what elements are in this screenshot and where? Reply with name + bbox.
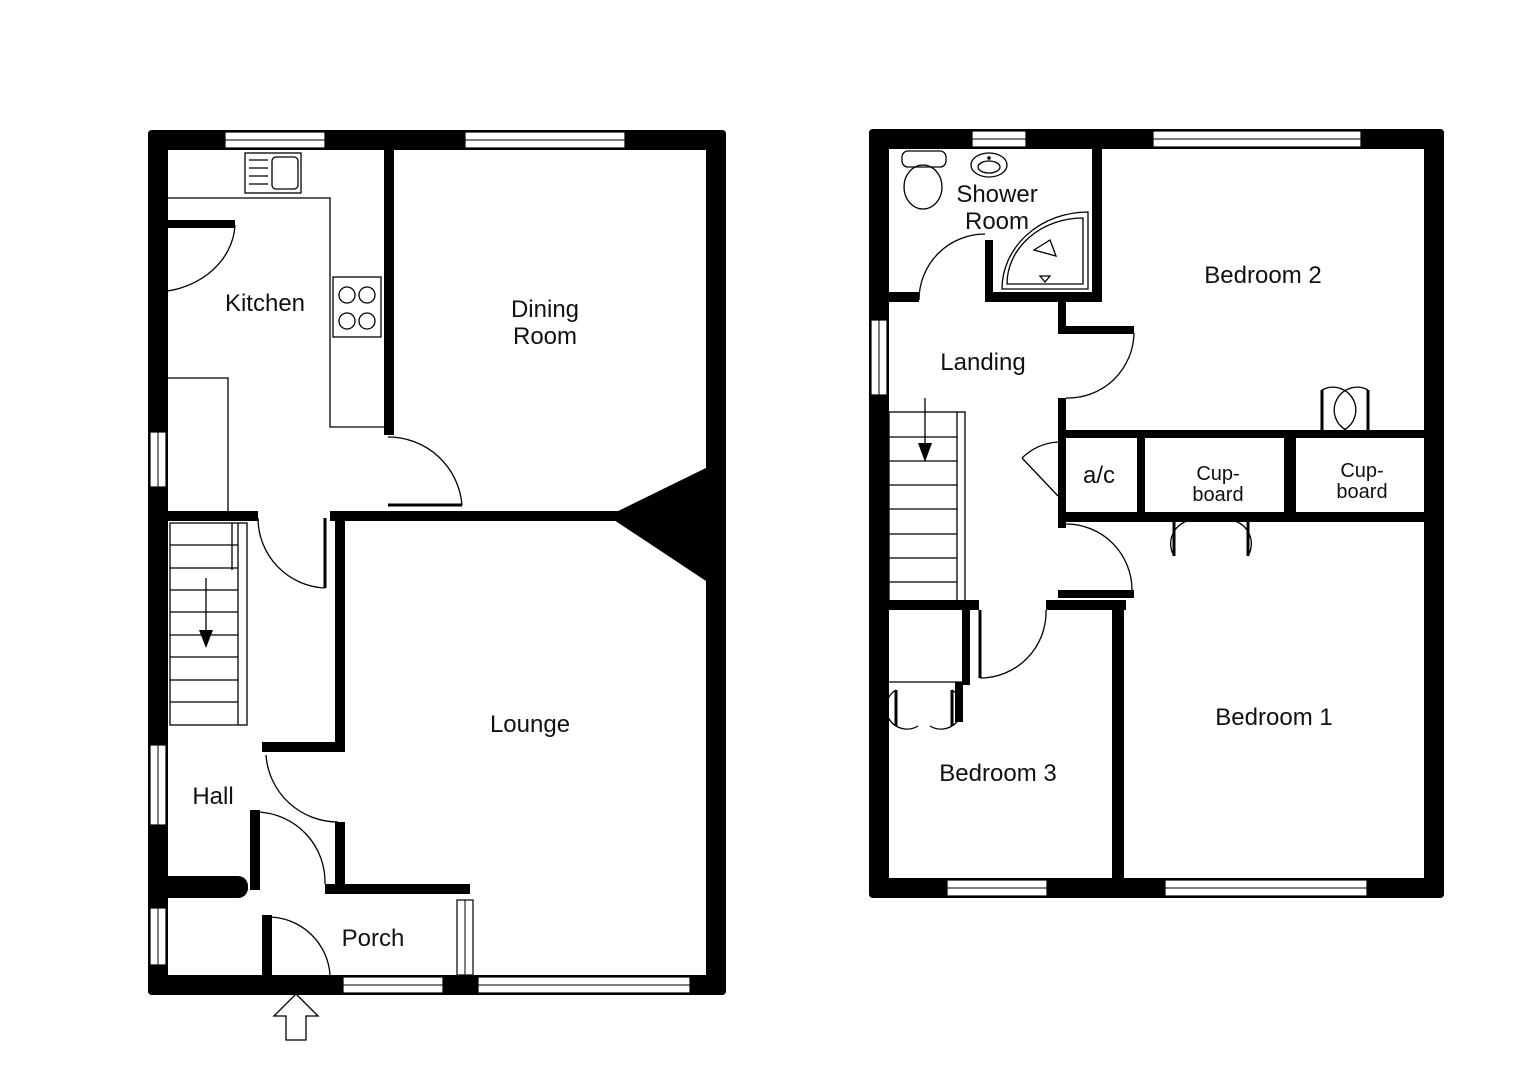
label-cupboard2-line1: Cup- — [1340, 460, 1383, 482]
label-dining-line2: Room — [513, 323, 577, 350]
entrance-arrow-icon — [272, 993, 320, 1041]
wall-shower-bottom-left — [889, 292, 919, 302]
stairs-down-arrow-icon — [918, 398, 932, 462]
wall-bedroom3-cup-right — [955, 682, 963, 722]
wall-cupboards-top — [1058, 430, 1428, 438]
first-floor: Shower Room Landing Bedroom 2 Bedroom 1 … — [869, 129, 1444, 898]
label-lounge: Lounge — [490, 711, 570, 738]
ff-wall-right — [1424, 129, 1444, 898]
dining-door-swing — [387, 436, 463, 506]
label-bedroom2: Bedroom 2 — [1204, 262, 1321, 289]
gf-windows — [149, 131, 691, 994]
shower-door-swing — [918, 233, 986, 301]
sink-icon — [244, 152, 302, 194]
ff-wall-left — [869, 129, 889, 898]
wall-lounge-left — [335, 511, 345, 751]
wall-kitchen-dining — [384, 150, 394, 435]
kitchen-hall-door-swing — [257, 517, 326, 589]
stairs-down-arrow-icon — [199, 578, 213, 648]
wall-porch-divider — [250, 810, 260, 890]
wall-cupboard1-right — [1284, 430, 1296, 520]
wall-bedroom1-bedroom3 — [1112, 600, 1124, 880]
wall-dining-lounge — [330, 511, 710, 521]
wall-lounge-lower — [335, 822, 345, 892]
label-cupboard1-line2: board — [1192, 484, 1243, 506]
wall-bedroom3-top — [889, 600, 979, 610]
shower-tray-icon — [1001, 211, 1089, 290]
toilet-icon — [901, 150, 947, 210]
cupboard-doors — [885, 386, 1370, 730]
wall-bedroom2-landing — [1058, 300, 1066, 332]
hob-icon — [332, 276, 382, 338]
label-bedroom3: Bedroom 3 — [939, 760, 1056, 787]
label-cupboard1-line1: Cup- — [1196, 463, 1239, 485]
wall-cupboards-bottom — [1058, 512, 1428, 522]
wall-bedroom2-door-head — [1058, 326, 1134, 334]
wall-bedroom3-cupboard — [962, 605, 970, 685]
back-door-swing — [149, 224, 236, 293]
basin-icon — [970, 152, 1008, 178]
label-airing-cupboard: a/c — [1083, 462, 1115, 489]
wall-hall-porch — [148, 876, 248, 898]
porch-inner-door-swing — [257, 811, 326, 885]
label-cupboard2-line2: board — [1336, 481, 1387, 503]
wall-kitchen-hall — [148, 511, 258, 521]
bedroom1-door-swing — [1065, 523, 1133, 591]
label-bedroom1: Bedroom 1 — [1215, 704, 1332, 731]
gf-wall-right — [706, 130, 726, 995]
wall-bedroom2-lower — [1058, 398, 1066, 528]
ff-stairs — [888, 398, 966, 603]
ground-floor: Kitchen Dining Room Lounge Hall Porch — [148, 130, 726, 1041]
ac-door-swing — [1021, 441, 1059, 459]
label-shower-line2: Room — [965, 208, 1029, 235]
label-landing: Landing — [940, 349, 1025, 376]
wall-porch-stub — [262, 915, 272, 985]
wall-porch-top — [325, 884, 470, 894]
wall-shower-bottom — [985, 292, 1102, 302]
kitchen-unit-left — [168, 377, 229, 511]
kitchen-worktop — [168, 197, 384, 428]
front-door-swing — [267, 916, 331, 976]
gf-wall-left — [148, 130, 168, 995]
lounge-door-swing — [265, 754, 339, 823]
wall-shower-stub — [985, 240, 993, 300]
label-porch: Porch — [342, 925, 405, 952]
label-dining-line1: Dining — [511, 296, 579, 323]
wall-ac-right — [1137, 430, 1145, 520]
label-shower-line1: Shower — [956, 181, 1037, 208]
chimney-breast — [608, 465, 712, 585]
wall-bedroom1-left-top — [1046, 600, 1126, 610]
wall-bedroom1-landing — [1058, 590, 1134, 598]
wall-shower-right — [1092, 149, 1102, 301]
back-door-frame — [148, 220, 235, 228]
wall-hall-return — [262, 742, 345, 752]
wall-porch-bottom — [440, 975, 480, 995]
bedroom2-door-swing — [1065, 332, 1135, 399]
bedroom3-door-swing — [979, 609, 1047, 679]
gf-stairs — [169, 522, 248, 726]
label-kitchen: Kitchen — [225, 290, 305, 317]
label-hall: Hall — [192, 783, 233, 810]
ff-windows — [870, 130, 1368, 897]
